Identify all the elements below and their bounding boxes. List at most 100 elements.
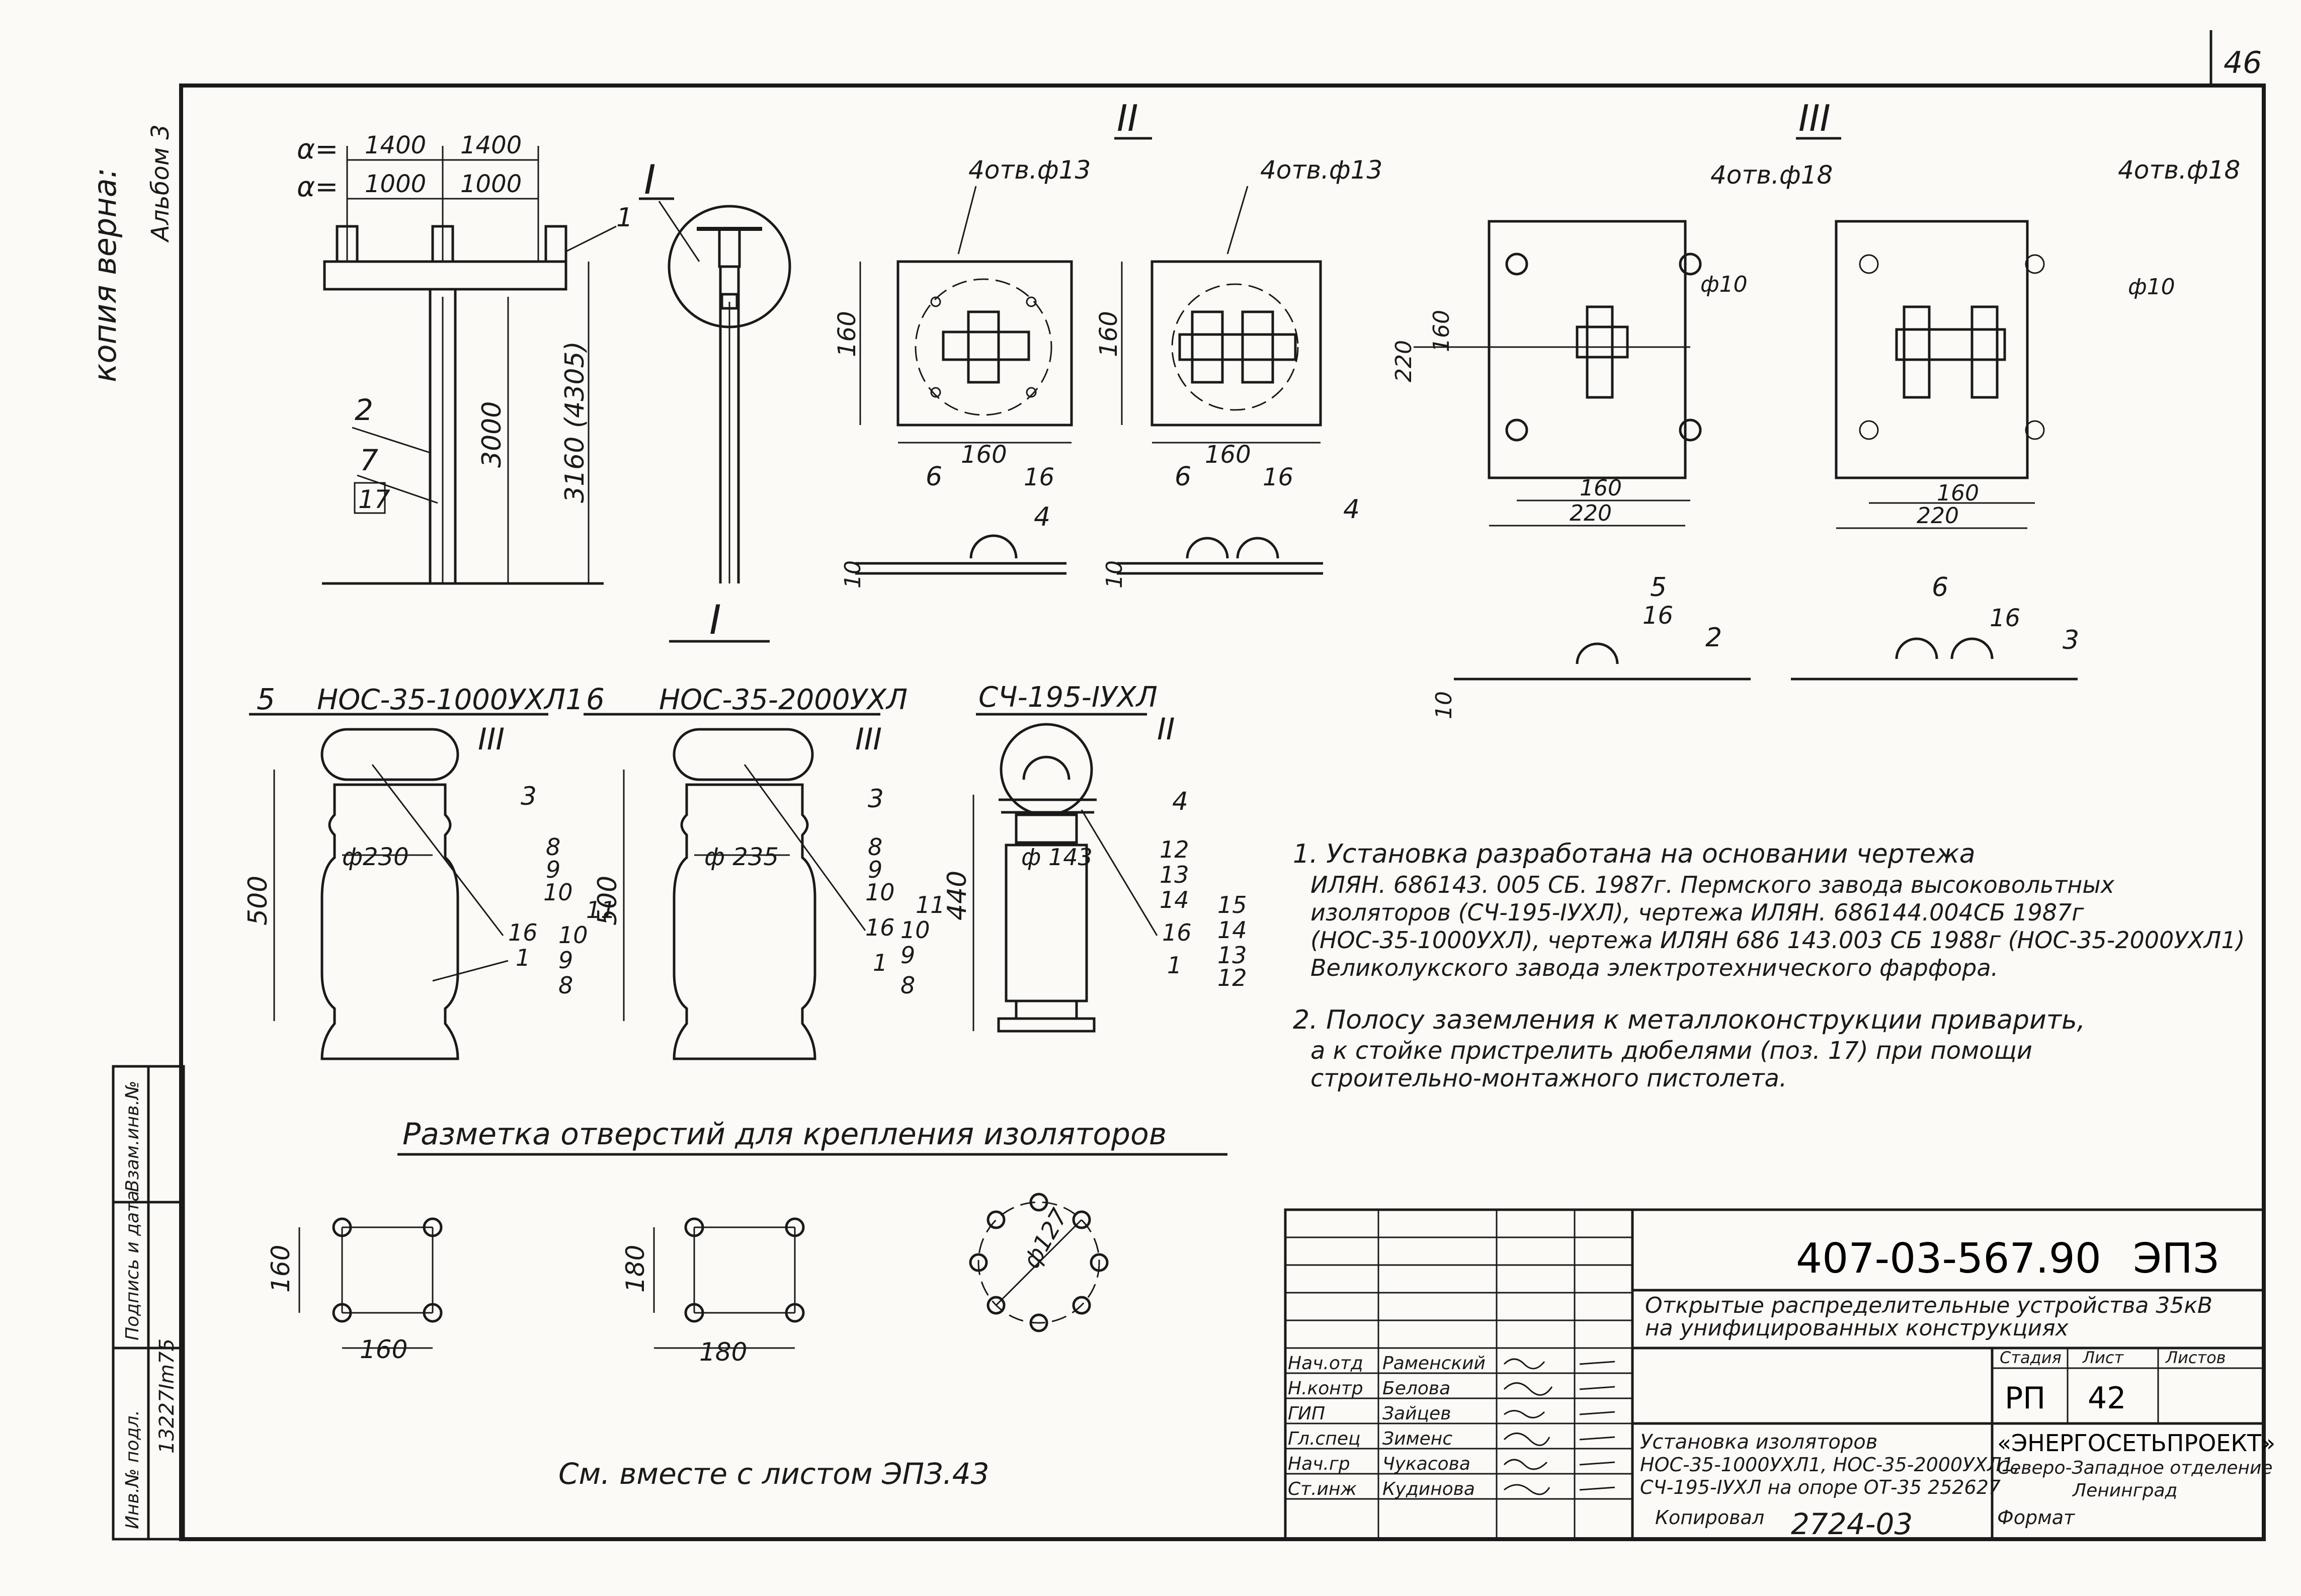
- insulator2-tag-10: 10: [865, 879, 895, 906]
- plate3-dim-160-v: 160: [1429, 310, 1454, 352]
- strip2-callout-6: 6: [1175, 462, 1191, 492]
- insulator2-tag-3: 3: [868, 784, 884, 813]
- dim-a-label-2: α=: [297, 171, 338, 203]
- insulator2-tag-9b: 9: [900, 942, 915, 969]
- stamp-original-inv-value: 13227Im75: [155, 1338, 179, 1454]
- name-5: Чукасова: [1382, 1454, 1470, 1474]
- name-4: Зименс: [1382, 1429, 1452, 1449]
- holes-label-18-1: 4отв.ф18: [1710, 160, 1833, 190]
- dim-3160: 3160 (4305): [560, 341, 590, 503]
- insulator3-tag-12b: 12: [1217, 964, 1247, 991]
- hole-marking-title: Разметка отверстий для крепления изолято…: [402, 1117, 1167, 1152]
- insulator3-height: 440: [942, 871, 972, 920]
- callout-1: 1: [616, 203, 633, 233]
- plate4-phi10: ф10: [2128, 274, 2175, 300]
- insulator2-height: 500: [593, 876, 623, 926]
- plate3-dim-160-h: 160: [1580, 475, 1622, 501]
- strip1-callout-6: 6: [926, 462, 942, 492]
- insulator1-tag-8: 8: [546, 833, 560, 861]
- strip1-callout-4: 4: [1034, 502, 1050, 532]
- plate3-dim-220-h: 220: [1570, 500, 1612, 526]
- insulator3-tag-13: 13: [1160, 861, 1189, 888]
- name-3: Зайцев: [1382, 1403, 1451, 1424]
- note-1-line-3: изоляторов (СЧ-195-IУХЛ), чертежа ИЛЯН. …: [1310, 899, 2084, 926]
- name-2: Белова: [1382, 1378, 1450, 1399]
- plate4-dim-220-h: 220: [1917, 503, 1959, 529]
- insulator1-tag-9b: 9: [558, 947, 573, 974]
- title-block: 407-03-567.90 ЭПЗ Открытые распределител…: [1284, 1208, 2275, 1541]
- insulator1-tag-10: 10: [543, 879, 573, 906]
- insulator-right: [544, 225, 567, 263]
- signatures: [1503, 1358, 1615, 1495]
- detail-iii-mark: III: [1798, 97, 1831, 139]
- insulator1-detail-mark: III: [478, 722, 505, 757]
- insulator1-head-ellipse: [320, 728, 459, 781]
- insulator3-title: СЧ-195-IУХЛ: [978, 681, 1158, 714]
- see-also-note: См. вместе с листом ЭПЗ.43: [558, 1457, 990, 1491]
- role-2: Н.контр: [1288, 1378, 1363, 1399]
- insulator1-tag-10b: 10: [558, 921, 588, 949]
- strip4-callout-6: 6: [1932, 572, 1948, 603]
- insulator-mid: [431, 225, 454, 263]
- format-label: Формат: [1997, 1506, 2076, 1529]
- insulator3-tag-12: 12: [1160, 836, 1189, 863]
- insulator1-height: 500: [243, 876, 273, 926]
- insulator2-tag-8b: 8: [900, 972, 915, 999]
- insulator3-tag-4: 4: [1172, 787, 1188, 816]
- insulator2-head-ellipse: [673, 728, 814, 781]
- sheet-frame: [179, 83, 2266, 1541]
- plate3-dim-220-v: 220: [1391, 340, 1417, 382]
- insulator1-tag-11: 11: [586, 896, 616, 923]
- insulator3-tag-14b: 14: [1217, 916, 1247, 944]
- strip2-dim-10: 10: [1102, 560, 1127, 589]
- insulator-nos-1000: НОС-35-1000УХЛ1 5 III ф230 500 3 8 9 10 …: [243, 682, 616, 1060]
- organization-city: Ленинград: [2072, 1480, 2177, 1501]
- callout-7: 7: [360, 443, 378, 477]
- crossarm: [323, 260, 567, 291]
- strip2-callout-16: 16: [1263, 463, 1293, 491]
- sheet-number: 46: [2224, 45, 2262, 80]
- detail-iii: III 4отв.ф18 4отв.ф18 ф10 220 160 160 22…: [1391, 97, 2240, 719]
- insulator1-tag-8b: 8: [558, 972, 573, 999]
- hole1-dim-v: 160: [266, 1245, 295, 1293]
- detail-ii-mark: II: [1117, 97, 1138, 139]
- note-2-line-2: а к стойке пристрелить дюбелями (поз. 17…: [1310, 1037, 2032, 1065]
- detail-i: I I: [639, 156, 791, 643]
- copy-verified-stamp: копия верна:: [87, 167, 123, 382]
- plate1-dim-160-v: 160: [833, 311, 861, 357]
- hole-marking: Разметка отверстий для крепления изолято…: [266, 1117, 1227, 1491]
- insulator-nos-2000: НОС-35-2000УХЛ 6 III ф 235 500 3 8 9 10 …: [584, 682, 945, 1060]
- stamp-signature-label: Подпись и дата: [122, 1191, 143, 1340]
- insulator3-detail-mark: II: [1157, 712, 1175, 747]
- hole1-dim-h: 160: [360, 1335, 407, 1364]
- callout-17: 17: [358, 485, 390, 514]
- insulator2-tag-8: 8: [868, 833, 882, 861]
- stamp-ref-inv-label: Взам.инв.№: [122, 1080, 143, 1192]
- copied-label: Копировал: [1655, 1506, 1764, 1529]
- insulator2-title: НОС-35-2000УХЛ: [659, 684, 908, 716]
- insulator-left: [336, 225, 359, 263]
- document-series: ЭПЗ: [2133, 1235, 2220, 1283]
- insulator2-callout-left: 6: [586, 682, 605, 716]
- insulator3-head-circle: [1000, 723, 1093, 816]
- album-label: Альбом 3: [146, 124, 175, 243]
- plate2-dim-160-h: 160: [1205, 441, 1251, 469]
- note-1-line-5: Великолукского завода электротехническог…: [1310, 954, 1998, 981]
- role-3: ГИП: [1288, 1403, 1325, 1424]
- name-1: Раменский: [1382, 1353, 1486, 1374]
- strip3-dim-10: 10: [1431, 691, 1457, 719]
- insulator2-tag-10b: 10: [900, 916, 930, 944]
- pole-elevation: α= α= 1400 1400 1000 1000 3000 3160 (430…: [297, 131, 633, 585]
- organization: «ЭНЕРГОСЕТЬПРОЕКТ»: [1997, 1430, 2275, 1457]
- insulator3-tag-14: 14: [1160, 886, 1189, 913]
- hole2-dim-h: 180: [699, 1337, 747, 1367]
- dim-1400-left: 1400: [365, 131, 426, 159]
- project-title-line-1: Открытые распределительные устройства 35…: [1645, 1293, 2212, 1318]
- insulator1-tag-16: 16: [508, 919, 538, 946]
- holes-label-1: 4отв.ф13: [968, 155, 1091, 185]
- plate2-dim-160-v: 160: [1095, 311, 1123, 357]
- strip1-dim-10: 10: [840, 560, 866, 589]
- note-1-line-1: 1. Установка разработана на основании че…: [1293, 839, 1976, 869]
- strip3-callout-2: 2: [1705, 623, 1722, 653]
